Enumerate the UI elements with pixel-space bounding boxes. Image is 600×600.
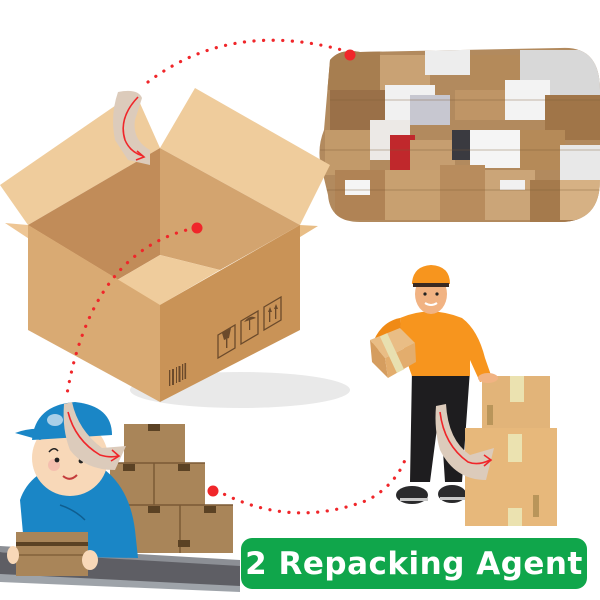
curved-arrow-backdrop (113, 90, 150, 165)
dotted-path-pile-to-box (146, 38, 344, 84)
flow-node-pile (344, 49, 356, 61)
handling-symbols (217, 295, 282, 360)
hand (478, 373, 498, 383)
orange-cap-icon (412, 265, 450, 284)
orange-shirt (400, 311, 492, 382)
flow-node-box (191, 222, 203, 234)
this-way-up-arrows-icon (268, 304, 278, 312)
held-box-top (370, 328, 415, 358)
dotted-path-box-to-worker (64, 226, 197, 402)
fragile-glass-icon (222, 328, 231, 340)
curved-arrow-icon (67, 411, 119, 458)
repacking-agent-badge: 2 Repacking Agent (241, 538, 587, 589)
barcode-icon (169, 363, 187, 386)
curved-arrow-icon (122, 96, 144, 157)
dotted-path-worker-to-delivery (214, 458, 407, 515)
stacked-boxes-right (465, 373, 557, 526)
held-box (16, 532, 88, 576)
flow-node-worker (207, 485, 219, 497)
curved-arrow-icon (439, 411, 491, 465)
badge-label: 2 Repacking Agent (245, 545, 583, 582)
